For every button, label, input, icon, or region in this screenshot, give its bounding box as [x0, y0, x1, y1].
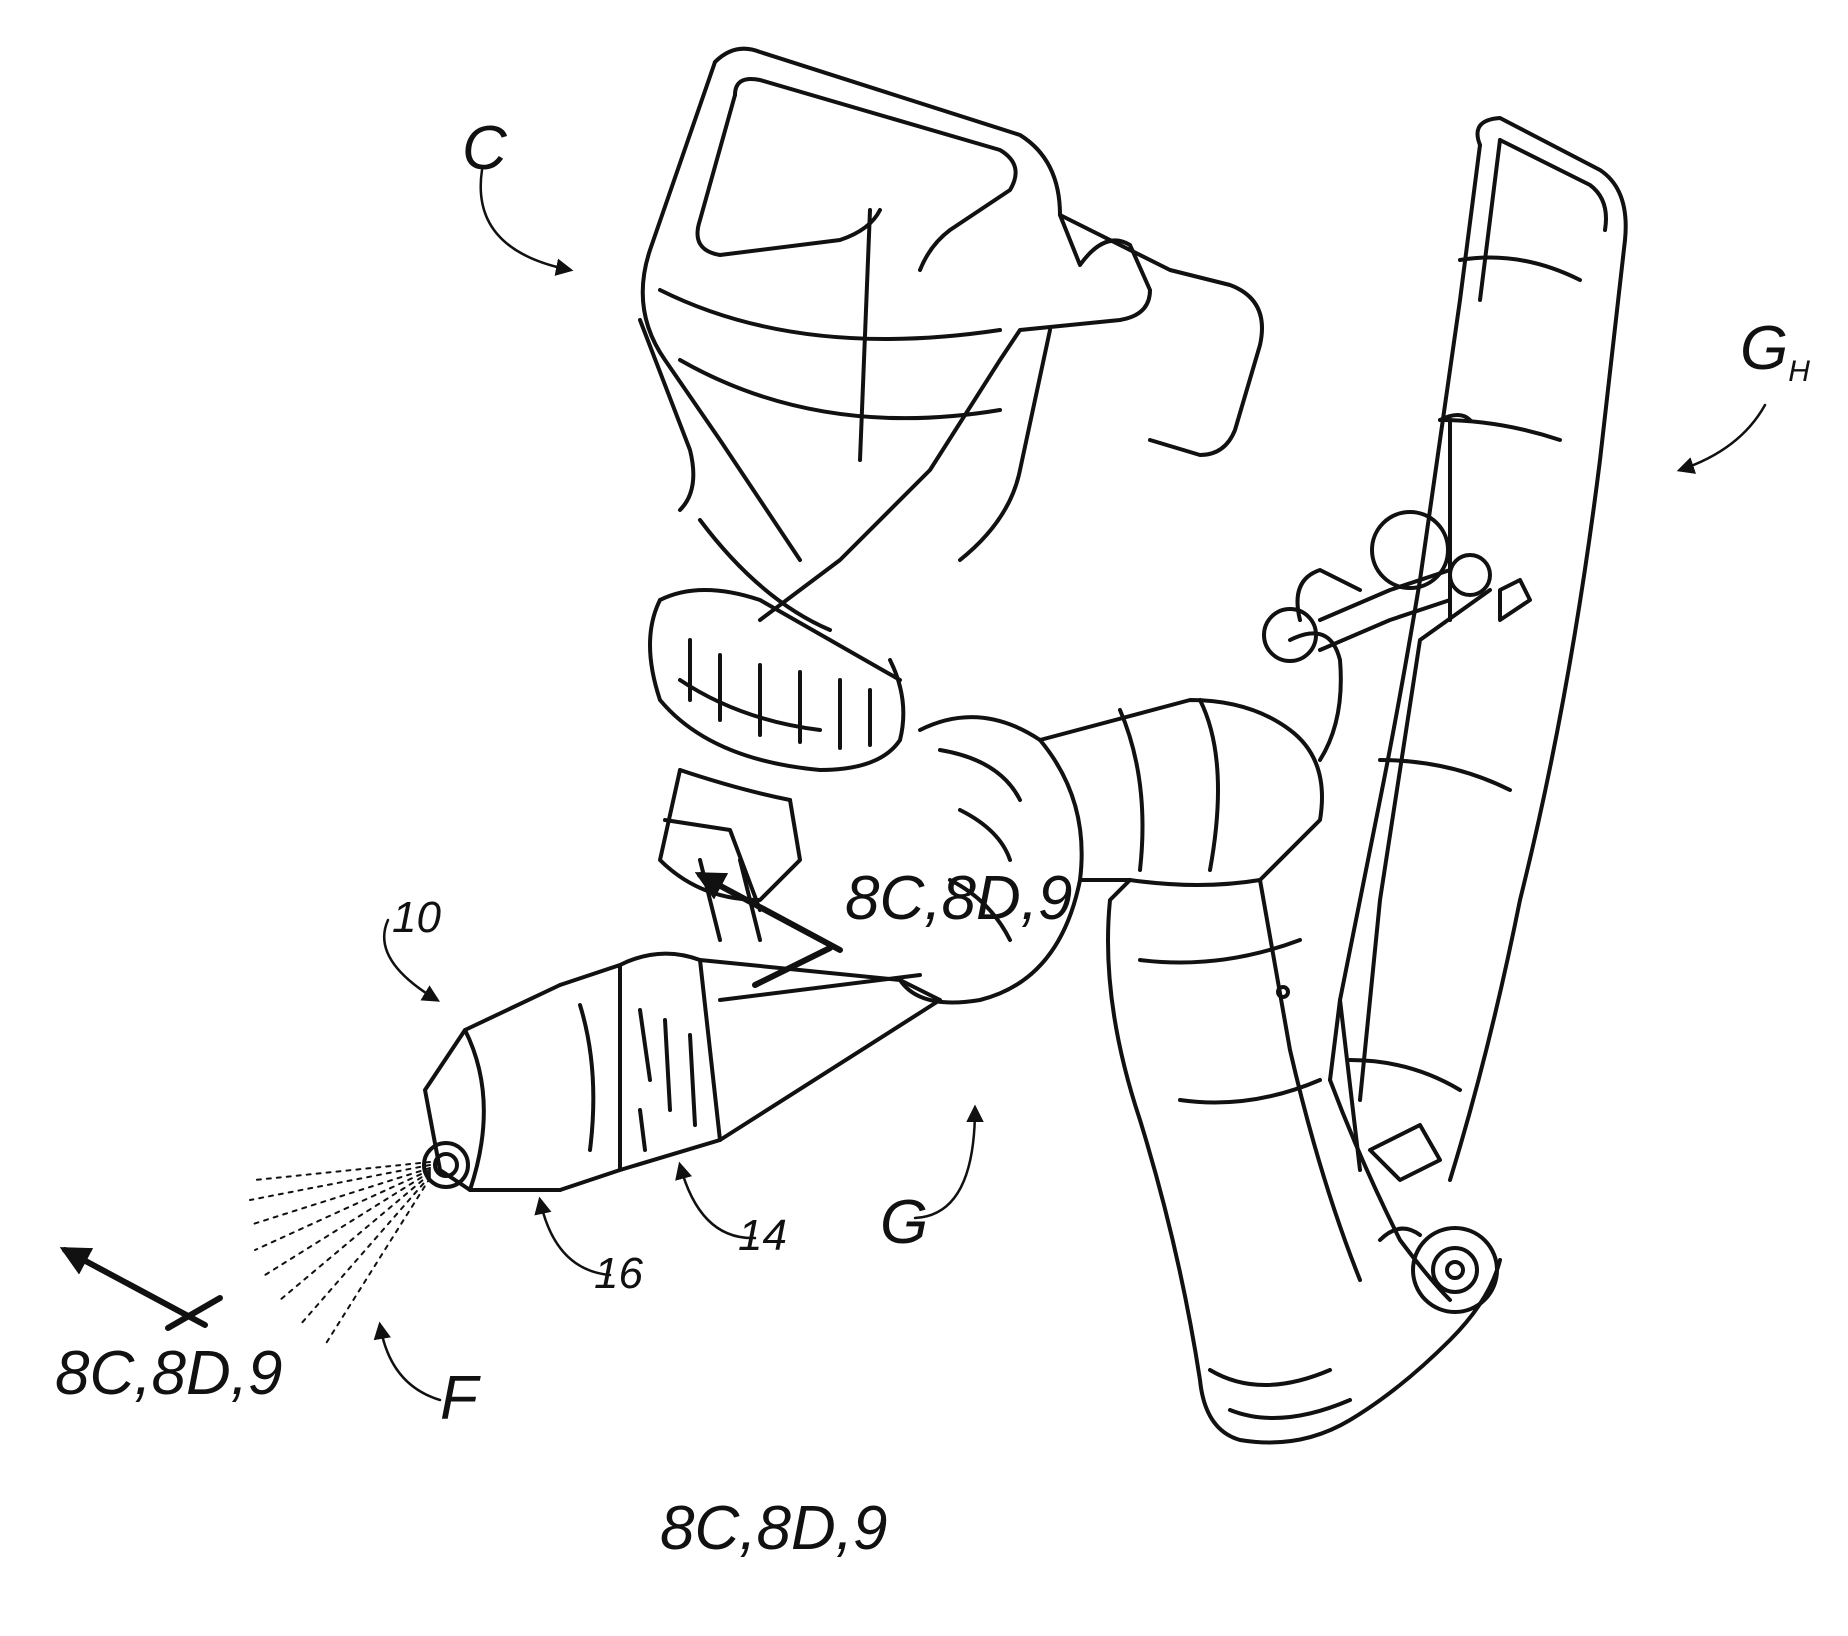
label-gun-g: G	[880, 1192, 928, 1254]
figure-caption: 8C,8D,9	[660, 1498, 887, 1560]
label-barrel-14: 14	[738, 1214, 787, 1258]
pump-body	[900, 570, 1360, 1003]
spray-fan	[250, 1162, 430, 1345]
label-spray-f: F	[440, 1368, 478, 1430]
leader-arrows	[380, 170, 1765, 1400]
label-container-c: C	[462, 118, 507, 180]
label-section-top: 8C,8D,9	[845, 868, 1072, 930]
barrel-and-nozzle	[424, 954, 940, 1190]
label-device-10: 10	[392, 896, 441, 940]
container-cup	[640, 49, 1262, 630]
label-section-left: 8C,8D,9	[55, 1343, 282, 1405]
label-handle-gh: GH	[1740, 318, 1810, 380]
section-arrows	[65, 875, 840, 1328]
label-handle-gh-sub: H	[1788, 355, 1810, 388]
trigger-lever	[1330, 118, 1626, 1300]
label-nozzle-16: 16	[594, 1252, 643, 1296]
label-handle-gh-main: G	[1740, 314, 1788, 383]
